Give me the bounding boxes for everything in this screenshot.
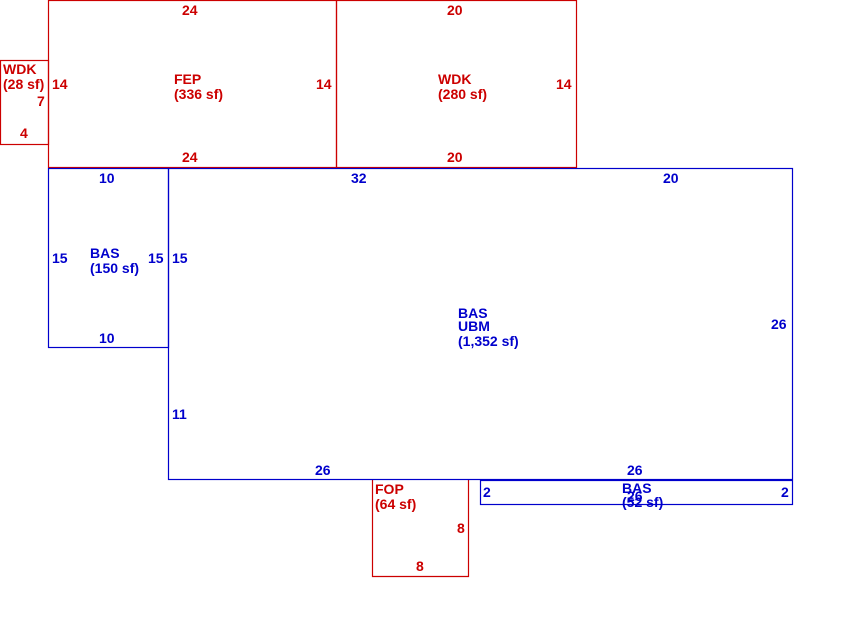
wdk-large-area: (280 sf) bbox=[438, 86, 487, 102]
bas-strip-dim-left: 2 bbox=[483, 484, 491, 500]
wdk-large-code: WDK bbox=[438, 71, 471, 87]
bas-main-dim-right: 26 bbox=[771, 316, 787, 332]
fop-code: FOP bbox=[375, 481, 404, 497]
wdk-small-dim-bottom: 4 bbox=[20, 125, 28, 141]
bas-main-outline bbox=[167, 167, 794, 481]
bas-left-dim-left: 15 bbox=[52, 250, 68, 266]
bas-strip-dim-right: 2 bbox=[781, 484, 789, 500]
bas-main-dim-bottom-left: 26 bbox=[315, 462, 331, 478]
bas-main-dim-left-lower: 11 bbox=[172, 406, 187, 422]
bas-left-area: (150 sf) bbox=[90, 260, 139, 276]
wdk-large-dim-bottom: 20 bbox=[447, 149, 463, 165]
bas-strip-dim-overlap: 26 bbox=[627, 488, 643, 504]
wdk-small-dim-right: 14 bbox=[52, 76, 68, 92]
fep-code: FEP bbox=[174, 71, 201, 87]
wdk-small-dim-inner: 7 bbox=[37, 93, 45, 109]
bas-left-dim-right: 15 bbox=[148, 250, 164, 266]
fep-dim-top: 24 bbox=[182, 2, 198, 18]
wdk-large-dim-top: 20 bbox=[447, 2, 463, 18]
bas-strip-area: (52 sf) bbox=[622, 494, 663, 510]
bas-main-dim-left: 15 bbox=[172, 250, 188, 266]
wdk-small-area: (28 sf) bbox=[3, 76, 44, 92]
wdk-large-dim-right: 14 bbox=[556, 76, 572, 92]
bas-left-code: BAS bbox=[90, 245, 120, 261]
bas-left-dim-top: 10 bbox=[99, 170, 115, 186]
bas-strip-outline bbox=[479, 479, 794, 506]
fep-dim-bottom: 24 bbox=[182, 149, 198, 165]
fop-dim-right: 8 bbox=[457, 520, 465, 536]
bas-main-area: (1,352 sf) bbox=[458, 333, 519, 349]
bas-main-dim-top-right: 20 bbox=[663, 170, 679, 186]
fep-area: (336 sf) bbox=[174, 86, 223, 102]
wdk-large-outline bbox=[335, 0, 578, 169]
fep-dim-right: 14 bbox=[316, 76, 332, 92]
bas-left-dim-bottom: 10 bbox=[99, 330, 115, 346]
fop-dim-bottom: 8 bbox=[416, 558, 424, 574]
fop-outline bbox=[371, 480, 470, 578]
bas-strip-code: BAS bbox=[622, 480, 652, 496]
bas-main-dim-top-left: 32 bbox=[351, 170, 367, 186]
bas-main-sub: UBM bbox=[458, 318, 490, 334]
fop-area: (64 sf) bbox=[375, 496, 416, 512]
bas-main-dim-bottom-right: 26 bbox=[627, 462, 643, 478]
wdk-small-code: WDK bbox=[3, 61, 36, 77]
bas-main-code: BAS bbox=[458, 305, 488, 321]
